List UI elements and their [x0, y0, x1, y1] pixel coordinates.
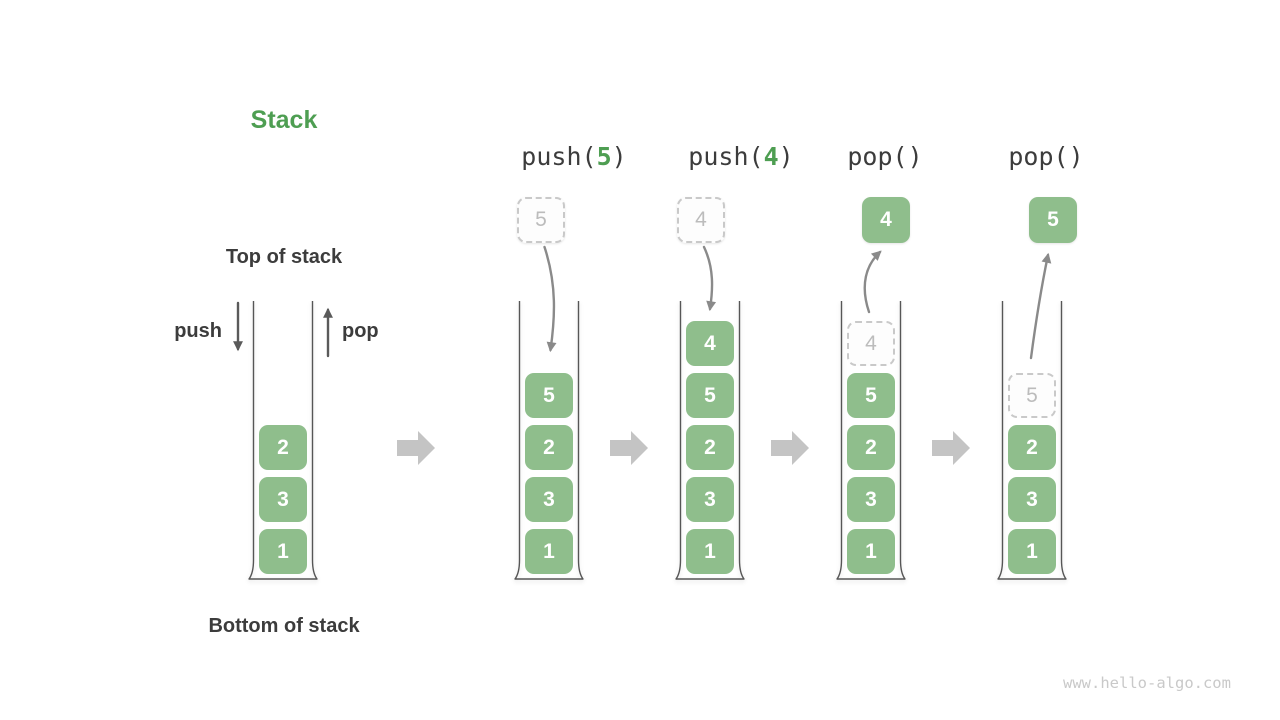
stack-initial-item-2: 2: [259, 425, 307, 470]
flow-arrow-2-icon: [610, 431, 648, 465]
floating-box-5: 5: [1029, 197, 1077, 243]
stack-pop-4-item-1: 1: [847, 529, 895, 574]
operation-text-after: ): [611, 142, 627, 171]
flow-arrow-1-icon: [397, 431, 435, 465]
floating-box-4: 4: [677, 197, 725, 243]
watermark: www.hello-algo.com: [1063, 674, 1231, 692]
stack-container-pop-4: [836, 301, 906, 580]
stack-push-5-item-2: 2: [525, 425, 573, 470]
stack-push-4-item-4: 4: [686, 321, 734, 366]
push-into-arrow-1-icon: [543, 245, 557, 353]
bottom-of-stack-label: Bottom of stack: [208, 615, 360, 637]
stack-pop-5-item-5: 5: [1008, 373, 1056, 418]
stack-pop-4-item-2: 2: [847, 425, 895, 470]
stack-initial-item-1: 1: [259, 529, 307, 574]
stack-pop-5-item-1: 1: [1008, 529, 1056, 574]
flow-arrow-4-icon: [932, 431, 970, 465]
stack-container-initial: [248, 301, 318, 580]
operation-text-before: pop(: [847, 142, 908, 171]
operation-label-push-5: push(5): [464, 142, 684, 171]
operation-arg: 4: [763, 142, 779, 171]
push-into-arrow-2-icon: [702, 245, 717, 312]
stack-pop-5-item-3: 3: [1008, 477, 1056, 522]
stack-container-push-5: [514, 301, 584, 580]
stack-push-4-item-5: 5: [686, 373, 734, 418]
operation-label-push-4: push(4): [631, 142, 851, 171]
diagram-title: Stack: [250, 106, 318, 134]
pop-out-arrow-1-icon: [863, 250, 882, 314]
stack-container-push-4: [675, 301, 745, 580]
stack-push-5-item-5: 5: [525, 373, 573, 418]
stack-push-4-item-3: 3: [686, 477, 734, 522]
top-of-stack-label: Top of stack: [225, 246, 343, 268]
floating-box-4: 4: [862, 197, 910, 243]
operation-text-before: push(: [521, 142, 597, 171]
stack-push-4-item-2: 2: [686, 425, 734, 470]
stack-pop-4-item-5: 5: [847, 373, 895, 418]
push-label: push: [174, 320, 222, 342]
stack-pop-4-item-4: 4: [847, 321, 895, 366]
operation-text-before: push(: [688, 142, 764, 171]
stack-initial-item-3: 3: [259, 477, 307, 522]
operation-text-after: ): [907, 142, 923, 171]
stack-push-5-item-1: 1: [525, 529, 573, 574]
operation-arg: 5: [596, 142, 612, 171]
stack-push-4-item-1: 1: [686, 529, 734, 574]
operation-text-after: ): [1068, 142, 1084, 171]
floating-box-5: 5: [517, 197, 565, 243]
stack-push-5-item-3: 3: [525, 477, 573, 522]
stack-pop-5-item-2: 2: [1008, 425, 1056, 470]
operation-label-pop-4: pop(): [775, 142, 995, 171]
stack-pop-4-item-3: 3: [847, 477, 895, 522]
stack-container-pop-5: [997, 301, 1067, 580]
operation-text-before: pop(: [1008, 142, 1069, 171]
operation-label-pop-5: pop(): [936, 142, 1156, 171]
pop-label: pop: [342, 320, 379, 342]
flow-arrow-3-icon: [771, 431, 809, 465]
pop-out-arrow-2-icon: [1029, 252, 1052, 360]
operation-text-after: ): [778, 142, 794, 171]
